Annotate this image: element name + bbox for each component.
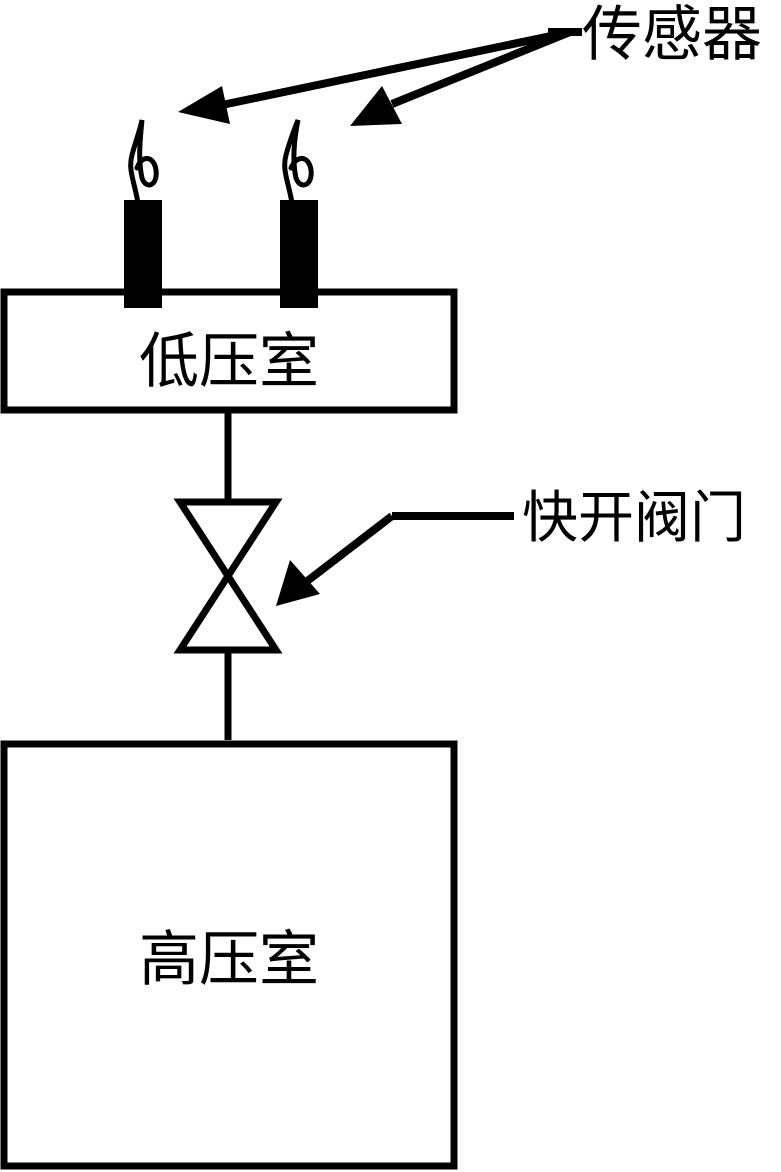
valve-icon: [173, 498, 283, 654]
sensor-arrow-right-head: [350, 86, 402, 126]
sensor-left-wire-icon: [128, 119, 159, 206]
valve-arrow-head: [276, 560, 320, 606]
sensor-left: [124, 119, 162, 308]
sensor-arrow-left-head: [178, 86, 230, 124]
valve-arrow-line: [303, 512, 395, 586]
sensor-right: [280, 119, 318, 308]
sensor-right-wire-icon: [282, 119, 314, 206]
valve-label: 快开阀门: [522, 486, 746, 551]
sensor-label: 传感器: [582, 0, 762, 70]
sensor-left-base: [124, 286, 162, 308]
high-pressure-chamber-box: [0, 740, 458, 1170]
valve-arrow: [276, 512, 514, 606]
high-pressure-chamber-label: 高压室: [139, 925, 319, 995]
sensor-arrows: [178, 28, 582, 126]
low-pressure-chamber-box: [0, 288, 458, 414]
sensor-arrow-right-line: [390, 28, 572, 108]
sensor-right-base: [280, 286, 318, 308]
low-pressure-chamber-label: 低压室: [139, 327, 319, 397]
sensor-arrow-left-line: [221, 28, 571, 109]
